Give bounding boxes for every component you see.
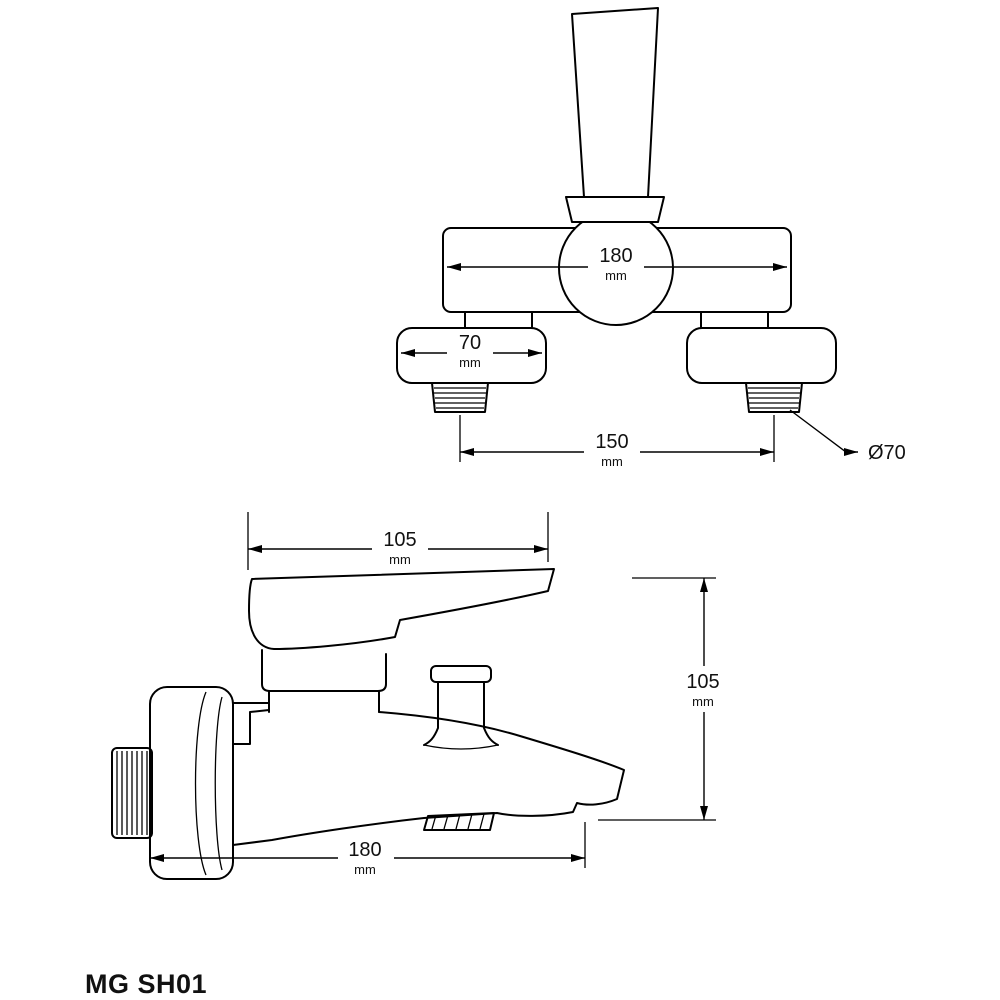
dim-label-mask <box>372 528 428 570</box>
dim-body-width-180: 180 mm <box>447 243 787 289</box>
dim-height-value: 105 <box>686 671 719 693</box>
body-connection-details <box>232 702 270 745</box>
flange-necks <box>464 311 769 329</box>
dim-label-mask <box>588 243 644 289</box>
right-thread-lines <box>748 387 800 409</box>
dim-flange-width-unit: mm <box>459 355 481 370</box>
dim-body-width-value: 180 <box>599 245 632 267</box>
side-view: 105 mm 105 mm 180 mm <box>111 512 730 880</box>
dim-connector-diameter-label: Ø70 <box>868 442 906 464</box>
dim-inlet-spacing-value: 150 <box>595 431 628 453</box>
dim-flange-width-value: 70 <box>459 332 481 354</box>
right-wall-flange <box>686 327 837 384</box>
nipple-thread-lines <box>116 751 148 835</box>
handle-lever-side <box>248 568 555 650</box>
dim-handle-length-105: 105 mm <box>247 512 549 570</box>
dim-inlet-spacing-150: 150 mm <box>459 415 775 474</box>
dim-label-mask <box>447 332 493 372</box>
dim-handle-length-value: 105 <box>383 529 416 551</box>
front-view: 180 mm 70 mm 150 mm Ø70 <box>396 7 906 474</box>
left-threaded-connector <box>431 382 489 413</box>
dim-depth-unit: mm <box>354 862 376 877</box>
aerator-hatch-lines <box>431 813 485 830</box>
diverter-knob <box>423 665 499 750</box>
dim-depth-value: 180 <box>348 839 381 861</box>
wall-flange-side <box>149 686 234 880</box>
dim-label-mask <box>584 430 640 474</box>
dim-label-mask <box>678 666 730 712</box>
dim-label-mask <box>338 838 394 880</box>
dim-depth-180: 180 mm <box>150 822 586 880</box>
handle-lever-front <box>565 7 665 223</box>
right-threaded-connector <box>745 382 803 413</box>
spout-outline <box>232 711 625 846</box>
model-number-label: MG SH01 <box>85 969 207 999</box>
aerator-ring <box>423 812 495 831</box>
dim-body-width-unit: mm <box>605 268 627 283</box>
left-thread-lines <box>434 387 486 409</box>
dim-flange-width-70: 70 mm <box>401 332 542 372</box>
cartridge-cap <box>261 649 387 692</box>
leader-connector-diameter: Ø70 <box>789 409 906 464</box>
dim-handle-length-unit: mm <box>389 552 411 567</box>
threaded-wall-nipple <box>111 747 153 839</box>
dim-height-105: 105 mm <box>598 577 730 821</box>
dim-height-unit: mm <box>692 694 714 709</box>
dim-inlet-spacing-unit: mm <box>601 454 623 469</box>
cartridge-sides <box>268 690 380 713</box>
